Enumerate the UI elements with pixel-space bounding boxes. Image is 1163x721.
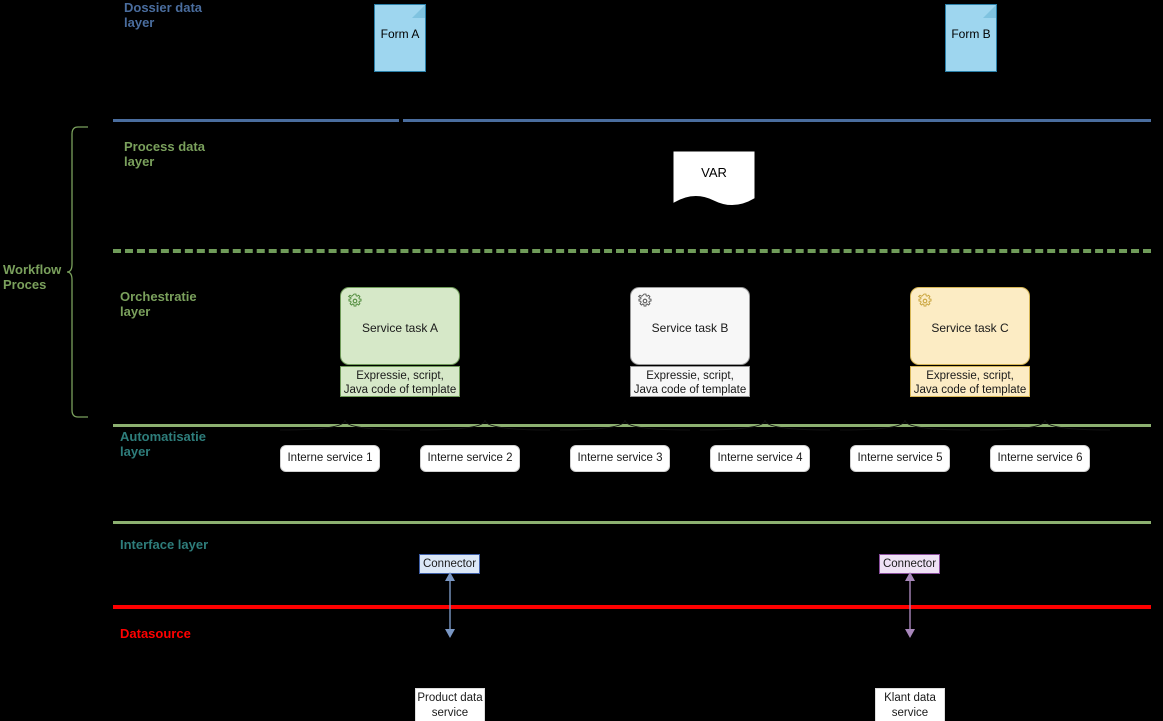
process-variable-label: VAR <box>701 165 727 180</box>
datasource-layer-label: Datasource <box>120 626 191 641</box>
service-task-b-label: Service task B <box>651 321 729 335</box>
workflow-proces-label: Workflow Proces <box>3 262 62 292</box>
service-task-a-label: Service task A <box>361 321 439 335</box>
service-task-b-node[interactable]: Service task B <box>630 287 750 365</box>
process-variable-node[interactable]: VAR <box>673 151 755 207</box>
interne-service-5[interactable]: Interne service 5 <box>850 445 950 472</box>
service-task-b-subtitle: Expressie, script, Java code of template <box>630 366 750 397</box>
form-b-fold-icon <box>983 5 996 18</box>
gear-icon <box>917 293 933 309</box>
connector-klant-arrow <box>900 572 920 638</box>
form-a-label: Form A <box>380 27 420 41</box>
service-task-a-subtitle: Expressie, script, Java code of template <box>340 366 460 397</box>
form-a-node[interactable]: Form A <box>374 4 426 72</box>
interne-service-4[interactable]: Interne service 4 <box>710 445 810 472</box>
automatisatie-layer-label: Automatisatie layer <box>120 429 206 459</box>
connector-product-arrow <box>440 572 460 638</box>
dossier-layer-divider-right <box>403 119 1151 122</box>
interface-layer-divider <box>113 605 1151 609</box>
connector-klant-button[interactable]: Connector <box>879 554 940 574</box>
process-layer-label: Process data layer <box>124 139 205 169</box>
process-layer-divider <box>113 249 1151 253</box>
service-task-a-node[interactable]: Service task A <box>340 287 460 365</box>
service-task-c-label: Service task C <box>931 321 1009 335</box>
orchestration-layer-label: Orchestratie layer <box>120 289 197 319</box>
dossier-layer-divider <box>113 119 399 122</box>
product-data-service-node[interactable]: Product data service <box>415 688 485 721</box>
gear-icon <box>637 293 653 309</box>
form-a-fold-icon <box>412 5 425 18</box>
interne-service-3[interactable]: Interne service 3 <box>570 445 670 472</box>
interne-service-2[interactable]: Interne service 2 <box>420 445 520 472</box>
interface-layer-label: Interface layer <box>120 537 209 552</box>
automatisatie-layer-divider <box>113 521 1151 524</box>
brace-connector-group <box>250 408 1160 431</box>
form-b-label: Form B <box>951 27 991 41</box>
interne-service-1[interactable]: Interne service 1 <box>280 445 380 472</box>
service-task-c-node[interactable]: Service task C <box>910 287 1030 365</box>
klant-data-service-node[interactable]: Klant data service <box>875 688 945 721</box>
connector-product-button[interactable]: Connector <box>419 554 480 574</box>
service-task-c-subtitle: Expressie, script, Java code of template <box>910 366 1030 397</box>
workflow-proces-bracket <box>66 126 90 418</box>
dossier-layer-label: Dossier data layer <box>124 0 203 30</box>
form-b-node[interactable]: Form B <box>945 4 997 72</box>
interne-service-6[interactable]: Interne service 6 <box>990 445 1090 472</box>
gear-icon <box>347 293 363 309</box>
